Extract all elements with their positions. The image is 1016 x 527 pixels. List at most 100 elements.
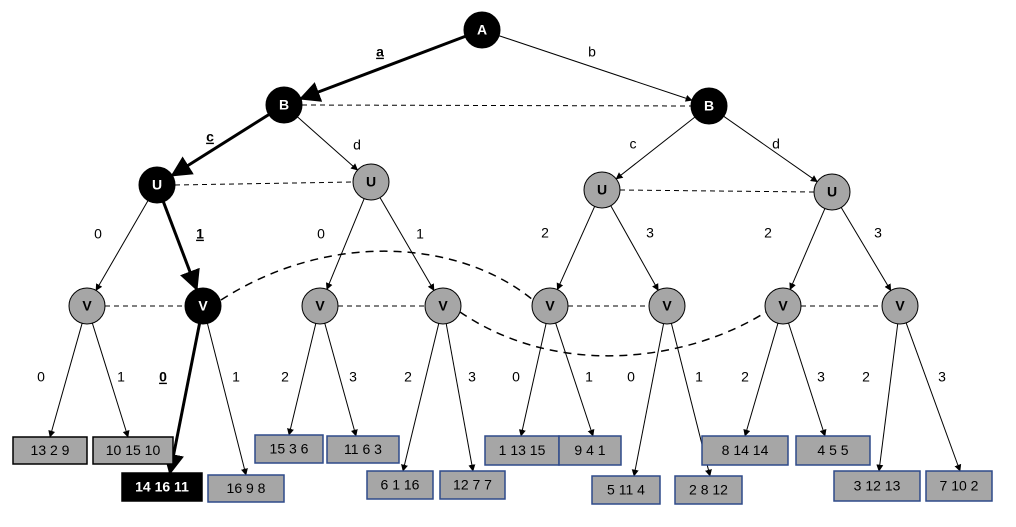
node-circle — [301, 287, 339, 325]
edge-label-v8-l15: 2 — [862, 369, 870, 385]
edge-v5-l9 — [518, 323, 547, 437]
leaf-l3: 14 16 11 — [121, 472, 203, 502]
info-set-link-b1-b2 — [301, 104, 692, 107]
edge-label-v1-l2: 1 — [117, 369, 125, 385]
node-circle — [583, 171, 621, 209]
leaf-box — [207, 474, 285, 503]
edge-label-a-b1: a — [376, 44, 384, 60]
edge-label-v6-l11: 0 — [627, 369, 635, 385]
node-label: U — [152, 177, 162, 193]
leaf-payoff-label: 5 11 4 — [607, 482, 645, 498]
edge-label-v3-l5: 2 — [281, 369, 289, 385]
node-v8: V — [881, 287, 919, 325]
info-set-link-u1-u2 — [174, 181, 354, 186]
node-b1: B — [265, 86, 303, 124]
edge-v7-l13 — [743, 323, 779, 437]
leaf-box — [254, 434, 324, 464]
node-v2: V — [184, 287, 222, 325]
edge-v2-l4 — [206, 323, 248, 476]
leaf-box — [326, 435, 400, 464]
leaf-payoff-label: 8 14 14 — [722, 442, 769, 458]
leaf-l10: 9 4 1 — [558, 435, 622, 466]
edge-v6-l11 — [631, 323, 665, 477]
edge-b2-u4 — [723, 115, 818, 183]
leaf-l1: 13 2 9 — [12, 436, 88, 465]
leaf-l9: 1 13 15 — [484, 435, 560, 466]
payoff-leaves: 13 2 9 10 15 10 14 16 11 16 9 8 15 3 6 11 6 3… — [12, 434, 993, 505]
node-v5: V — [531, 287, 569, 325]
edge-label-v5-l10: 1 — [585, 369, 593, 385]
leaf-l13: 8 14 14 — [701, 435, 789, 466]
leaf-payoff-label: 2 8 12 — [689, 482, 728, 498]
edge-u4-v7 — [789, 208, 826, 291]
leaf-box — [558, 435, 622, 466]
node-label: U — [366, 174, 376, 190]
node-v6: V — [648, 287, 686, 325]
leaf-payoff-label: 11 6 3 — [344, 441, 382, 457]
edge-b1-u1 — [170, 113, 270, 177]
leaf-payoff-label: 10 15 10 — [106, 442, 161, 458]
leaf-payoff-label: 3 12 13 — [854, 478, 901, 494]
tree-edges — [48, 34, 962, 477]
edge-u2-v4 — [379, 197, 435, 292]
edge-v1-l2 — [91, 323, 130, 438]
edge-label-u2-v4: 1 — [416, 226, 424, 242]
node-a: A — [463, 11, 501, 49]
node-v3: V — [301, 287, 339, 325]
leaf-l6: 11 6 3 — [326, 435, 400, 464]
edge-u3-v6 — [610, 205, 659, 291]
edge-label-v8-l16: 3 — [938, 369, 946, 385]
leaf-payoff-label: 15 3 6 — [270, 441, 309, 457]
node-v1: V — [68, 287, 106, 325]
node-v7: V — [764, 287, 802, 325]
node-circle — [265, 86, 303, 124]
info-set-link-v4-v7 — [459, 311, 767, 357]
node-circle — [648, 287, 686, 325]
leaf-l16: 7 10 2 — [925, 470, 993, 502]
edge-label-v3-l6: 3 — [349, 369, 357, 385]
edge-label-b1-u1: c — [206, 129, 214, 145]
edge-label-v7-l13: 2 — [741, 369, 749, 385]
node-label: V — [315, 298, 325, 314]
node-circle — [764, 287, 802, 325]
edge-v8-l15 — [876, 323, 899, 472]
node-label: U — [827, 184, 837, 200]
leaf-l14: 4 5 5 — [795, 435, 871, 466]
edge-u4-v8 — [840, 207, 892, 292]
leaf-box — [674, 475, 743, 505]
node-v4: V — [424, 287, 462, 325]
node-label: U — [597, 182, 607, 198]
leaf-l12: 2 8 12 — [674, 475, 743, 505]
edge-label-v4-l7: 2 — [404, 369, 412, 385]
node-label: V — [895, 298, 905, 314]
node-circle — [184, 287, 222, 325]
edge-label-u3-v6: 3 — [646, 225, 654, 241]
leaf-payoff-label: 14 16 11 — [135, 479, 189, 495]
leaf-l2: 10 15 10 — [92, 436, 174, 465]
leaf-l15: 3 12 13 — [833, 470, 921, 502]
node-circle — [531, 287, 569, 325]
leaf-box — [925, 470, 993, 502]
leaf-box — [92, 436, 174, 465]
edge-label-v7-l14: 3 — [817, 369, 825, 385]
leaf-l11: 5 11 4 — [591, 475, 661, 505]
edge-u2-v3 — [326, 198, 365, 291]
node-label: V — [662, 298, 672, 314]
node-circle — [813, 173, 851, 211]
node-label: V — [82, 298, 92, 314]
leaf-payoff-label: 7 10 2 — [940, 478, 979, 494]
node-circle — [138, 166, 176, 204]
node-u3: U — [583, 171, 621, 209]
leaf-box — [366, 470, 434, 500]
leaf-l4: 16 9 8 — [207, 474, 285, 503]
node-circle — [690, 87, 728, 125]
node-circle — [68, 287, 106, 325]
leaf-payoff-label: 13 2 9 — [31, 442, 70, 458]
leaf-l8: 12 7 7 — [439, 470, 506, 500]
node-circle — [424, 287, 462, 325]
edge-label-v1-l1: 0 — [37, 369, 45, 385]
edge-v5-l10 — [555, 322, 595, 437]
edge-v4-l7 — [401, 323, 440, 472]
info-set-link-u3-u4 — [619, 189, 815, 193]
